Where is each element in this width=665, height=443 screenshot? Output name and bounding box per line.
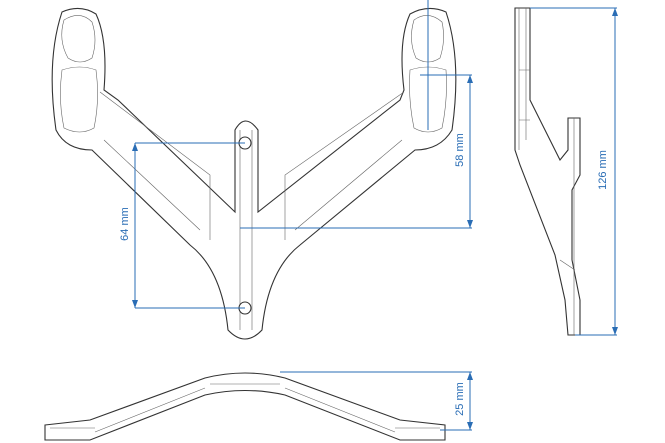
dimension-label-64mm: 64 mm xyxy=(118,207,131,241)
dimension-lines xyxy=(132,0,618,431)
dimension-label-25mm: 25 mm xyxy=(453,382,466,416)
side-view-bracket xyxy=(514,7,581,336)
dimension-label-58mm: 58 mm xyxy=(453,133,466,167)
front-view-bracket xyxy=(51,7,457,340)
bottom-view-bracket xyxy=(44,372,446,441)
dimension-label-126mm: 126 mm xyxy=(596,150,609,190)
